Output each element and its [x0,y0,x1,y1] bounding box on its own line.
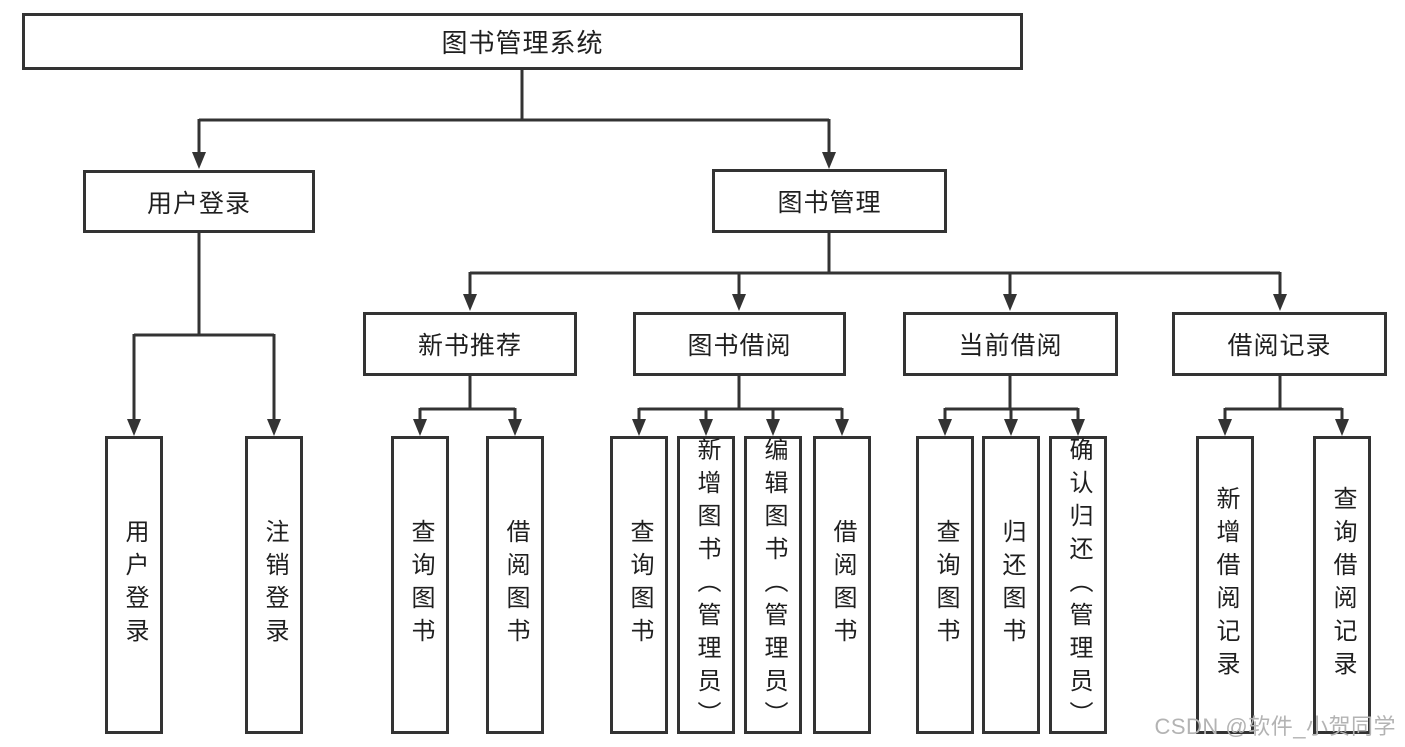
leaf-label: 新增借阅记录 [1212,486,1239,684]
leaf-add-borrow-record: 新增借阅记录 [1196,436,1254,734]
leaf-label: 确认归还（管理员） [1065,436,1092,734]
node-label: 借阅记录 [1227,332,1332,360]
node-label: 图书借阅 [687,332,792,360]
leaf-label: 借阅图书 [829,519,856,651]
node-library-management-system: 图书管理系统 [22,13,1023,70]
leaf-borrow-books-recommendation: 借阅图书 [486,436,544,734]
leaf-label: 查询图书 [407,519,434,651]
node-borrowing-records: 借阅记录 [1172,312,1387,376]
node-label: 当前借阅 [958,332,1063,360]
leaf-return-books: 归还图书 [982,436,1040,734]
leaf-label: 查询图书 [932,519,959,651]
node-current-borrowing: 当前借阅 [903,312,1118,376]
csdn-watermark: CSDN @软件_小贺同学 [1154,714,1396,739]
node-book-management: 图书管理 [712,169,947,233]
leaf-user-login: 用户登录 [105,436,163,734]
leaf-label: 查询借阅记录 [1329,486,1356,684]
node-label: 用户登录 [146,189,251,218]
leaf-search-borrow-record: 查询借阅记录 [1313,436,1371,734]
leaf-add-book-admin: 新增图书（管理员） [677,436,735,734]
leaf-search-books-borrowing: 查询图书 [610,436,668,734]
leaf-logout: 注销登录 [245,436,303,734]
leaf-confirm-return-admin: 确认归还（管理员） [1049,436,1107,734]
leaf-label: 编辑图书（管理员） [760,436,787,734]
tree-edges [132,70,1344,420]
node-user-login: 用户登录 [83,170,315,233]
leaf-label: 查询图书 [626,519,653,651]
arrowhead-icons [127,152,1349,436]
leaf-label: 借阅图书 [502,519,529,651]
leaf-label: 用户登录 [121,519,148,651]
leaf-borrow-books-borrowing: 借阅图书 [813,436,871,734]
leaf-search-books-current: 查询图书 [916,436,974,734]
leaf-label: 注销登录 [261,519,288,651]
leaf-edit-book-admin: 编辑图书（管理员） [744,436,802,734]
node-label: 图书管理 [777,189,882,217]
leaf-label: 新增图书（管理员） [693,436,720,734]
node-label: 图书管理系统 [441,28,604,58]
node-book-borrowing: 图书借阅 [633,312,846,376]
node-label: 新书推荐 [417,332,522,360]
leaf-search-books-recommendation: 查询图书 [391,436,449,734]
node-new-book-recommendation: 新书推荐 [363,312,577,376]
leaf-label: 归还图书 [998,519,1025,651]
